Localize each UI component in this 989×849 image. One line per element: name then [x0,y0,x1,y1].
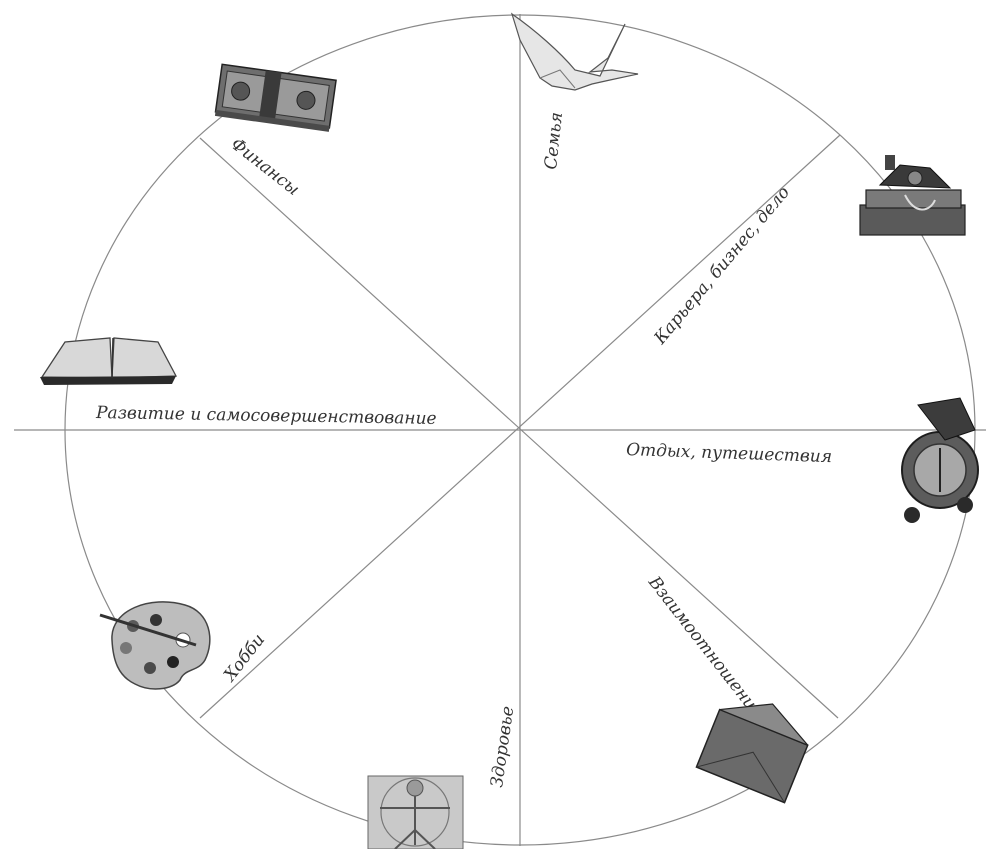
segment-label-family: Семья [541,111,567,170]
compass-sextant-icon [902,398,978,523]
paint-palette-icon [100,602,210,689]
segment-label-relations: Взаимоотношения [643,572,767,723]
vitruvian-man-icon [368,776,463,849]
books-and-telephone-icon [860,155,965,235]
open-book-icon [40,338,176,385]
segment-label-finance: Финансы [227,134,303,200]
segment-label-health: Здоровье [487,705,518,789]
money-stack-icon [215,64,336,131]
segment-label-career: Карьера, бизнес, дело [650,183,794,349]
segment-label-growth: Развитие и самосовершенствование [95,403,437,429]
segment-label-leisure: Отдых, путешествия [626,440,833,467]
